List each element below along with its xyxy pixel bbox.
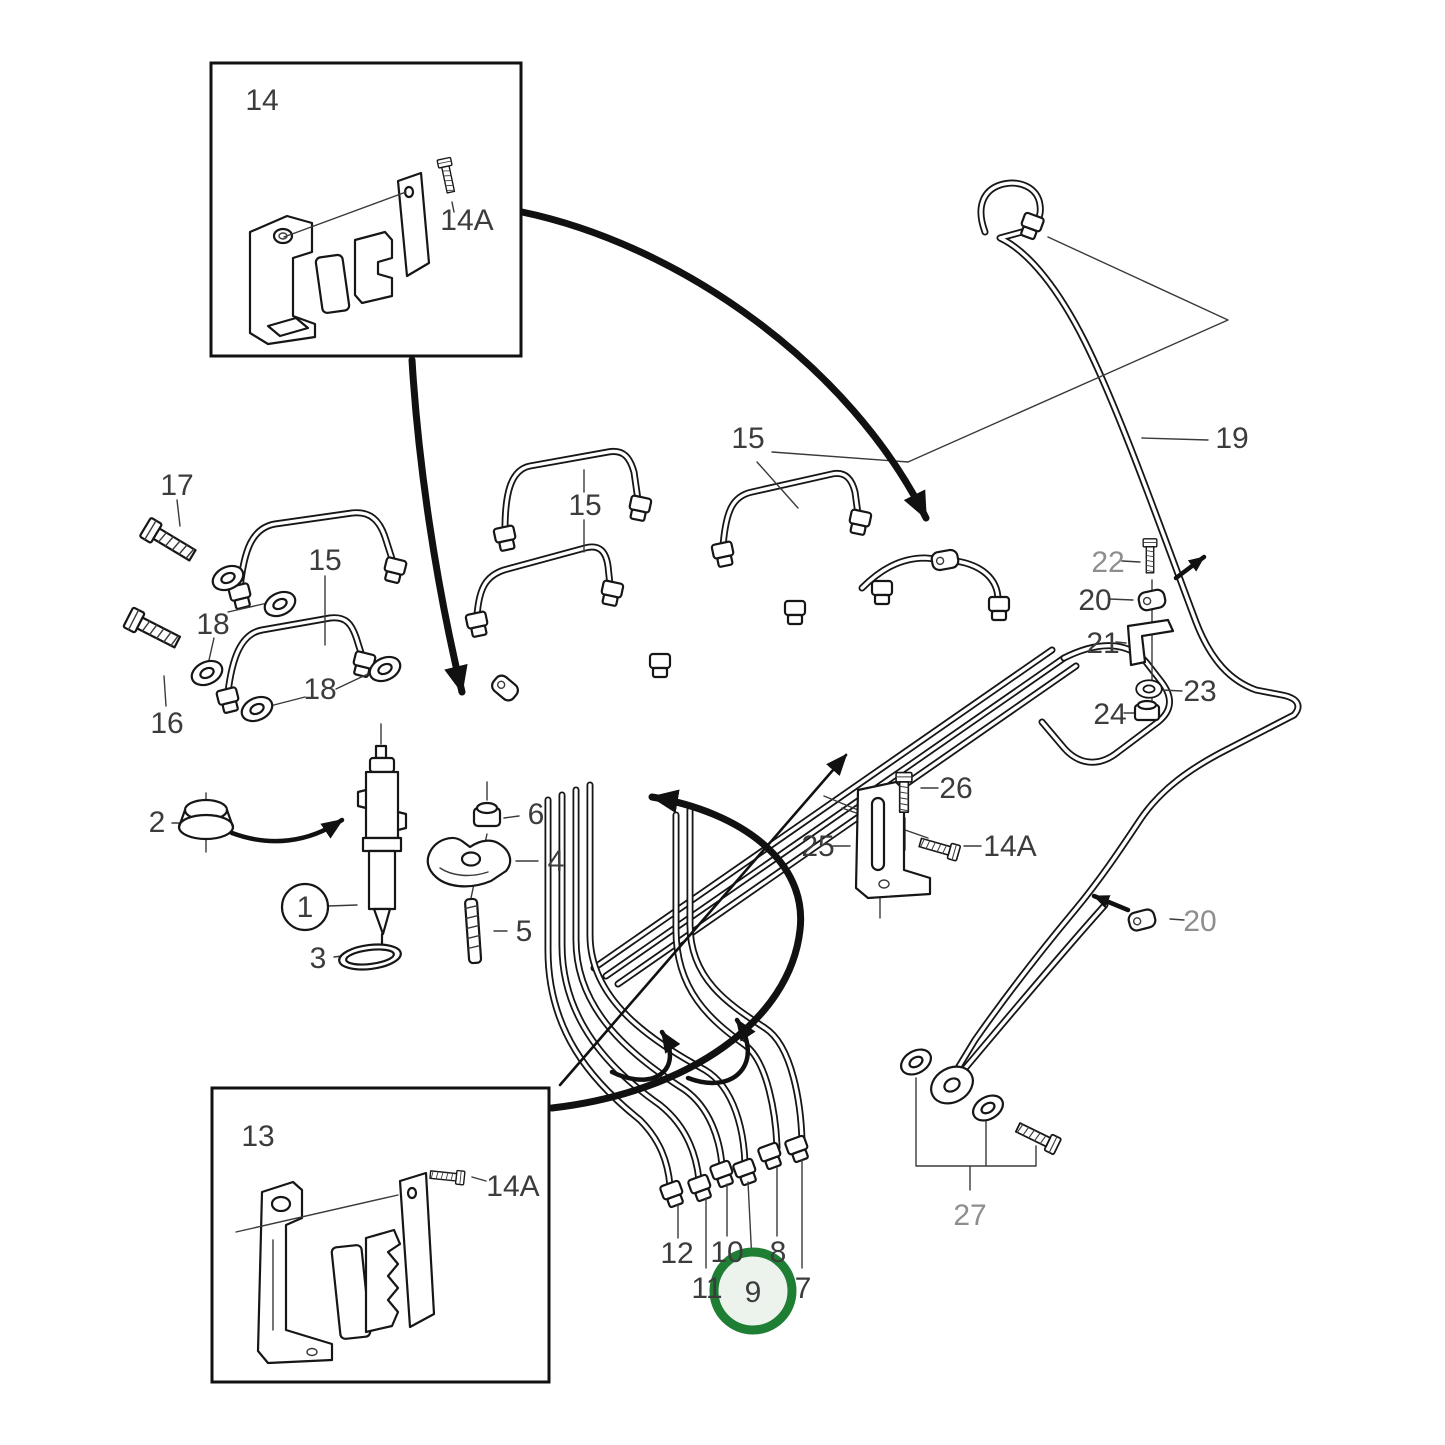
bolt-part22 — [1142, 538, 1158, 574]
callout-15[interactable]: 15 — [568, 489, 601, 522]
pump-fittings-group — [658, 1134, 813, 1210]
stud-part5 — [464, 897, 483, 965]
callout-4[interactable]: 4 — [548, 845, 565, 878]
install-arrow-grommet — [229, 817, 345, 844]
callout-6[interactable]: 6 — [528, 798, 545, 831]
bolt-part17 — [138, 516, 200, 566]
callout-17[interactable]: 17 — [160, 469, 193, 502]
callout-24[interactable]: 24 — [1093, 698, 1126, 731]
inset-box-13 — [210, 1086, 551, 1384]
bracket-25-group — [854, 771, 962, 900]
seal-grommet-part2 — [177, 798, 235, 841]
callout-22[interactable]: 22 — [1091, 546, 1124, 579]
nut-part6 — [472, 801, 502, 828]
pipe-clamp — [488, 671, 522, 705]
banjo-bolt-group-27 — [895, 1043, 1063, 1156]
callout-20[interactable]: 20 — [1078, 584, 1111, 617]
washer-part23 — [1135, 679, 1163, 699]
callout-14a[interactable]: 14A — [983, 830, 1036, 863]
routing-arrows — [408, 208, 930, 1112]
clamp-part20 — [1126, 906, 1158, 934]
arrow-box14-to-clamp — [408, 356, 468, 696]
washer-part18 — [186, 655, 228, 691]
injector-assembly — [177, 744, 512, 971]
install-arrow-clamp22 — [1173, 554, 1207, 581]
callout-14a[interactable]: 14A — [440, 204, 493, 237]
arrow-box13-to-bracket — [558, 753, 848, 1087]
callout-20[interactable]: 20 — [1183, 905, 1216, 938]
clamp-kit-parts-14 — [248, 156, 459, 346]
nut-part24 — [1133, 699, 1161, 722]
callout-14[interactable]: 14 — [245, 84, 278, 117]
callout-7[interactable]: 7 — [795, 1272, 812, 1305]
callout-16[interactable]: 16 — [150, 707, 183, 740]
bolt-part16 — [122, 606, 184, 653]
callout-21[interactable]: 21 — [1086, 627, 1119, 660]
callout-10[interactable]: 10 — [710, 1236, 743, 1269]
callout-18[interactable]: 18 — [196, 608, 229, 641]
washer-part18 — [236, 691, 278, 727]
washer — [895, 1043, 937, 1081]
callout-12[interactable]: 12 — [660, 1237, 693, 1270]
callout-5[interactable]: 5 — [516, 915, 533, 948]
arrow-pipe-bundle-a — [609, 1029, 681, 1082]
clamp-part20 — [1136, 587, 1168, 613]
arrow-box14-to-pipe — [518, 208, 930, 522]
bracket-part25 — [854, 780, 932, 900]
callout-23[interactable]: 23 — [1183, 675, 1216, 708]
injector-pipes-group — [228, 451, 998, 692]
callout-11[interactable]: 11 — [691, 1272, 722, 1305]
callout-19[interactable]: 19 — [1215, 422, 1248, 455]
callout-15[interactable]: 15 — [731, 422, 764, 455]
callout-circle-1 — [280, 882, 330, 932]
callout-1[interactable]: 1 — [297, 891, 314, 924]
banjo-fitting — [930, 1065, 974, 1105]
callout-14a[interactable]: 14A — [486, 1170, 539, 1203]
banjo-bolt — [1013, 1118, 1063, 1156]
callout-26[interactable]: 26 — [939, 772, 972, 805]
inset-box-14 — [209, 61, 523, 358]
clamp-yoke-part4 — [426, 836, 512, 888]
callout-labels: 14 14A 13 14A 17 16 18 18 15 15 15 19 2 … — [149, 84, 1249, 1309]
arrow-pipe-bundle-b — [685, 1017, 756, 1086]
pipe-clamp — [929, 547, 961, 573]
callout-25[interactable]: 25 — [801, 830, 834, 863]
install-arrow-clamp20 — [1091, 893, 1131, 913]
bracket-part21 — [1126, 618, 1175, 667]
callout-15[interactable]: 15 — [308, 544, 341, 577]
clamp-kit-parts-13 — [235, 1167, 487, 1365]
callout-13[interactable]: 13 — [241, 1120, 274, 1153]
injector-part1 — [356, 744, 408, 950]
callout-3[interactable]: 3 — [310, 942, 327, 975]
callout-9-selected[interactable]: 9 — [745, 1276, 762, 1309]
clamp-20-lower — [1091, 893, 1158, 934]
callout-18[interactable]: 18 — [303, 673, 336, 706]
o-ring-part3 — [338, 943, 402, 971]
callout-2[interactable]: 2 — [149, 806, 166, 839]
arrow-box13-swoosh — [548, 789, 805, 1112]
pipe-union-nut — [1016, 211, 1046, 242]
callout-27[interactable]: 27 — [953, 1199, 986, 1232]
bolt-part14a — [917, 834, 962, 862]
washer-part18 — [259, 586, 301, 622]
callout-8[interactable]: 8 — [770, 1236, 787, 1269]
washer — [967, 1089, 1009, 1127]
selected-part-highlight-ring[interactable] — [709, 1247, 797, 1335]
clamp-stack-right — [1126, 538, 1207, 722]
